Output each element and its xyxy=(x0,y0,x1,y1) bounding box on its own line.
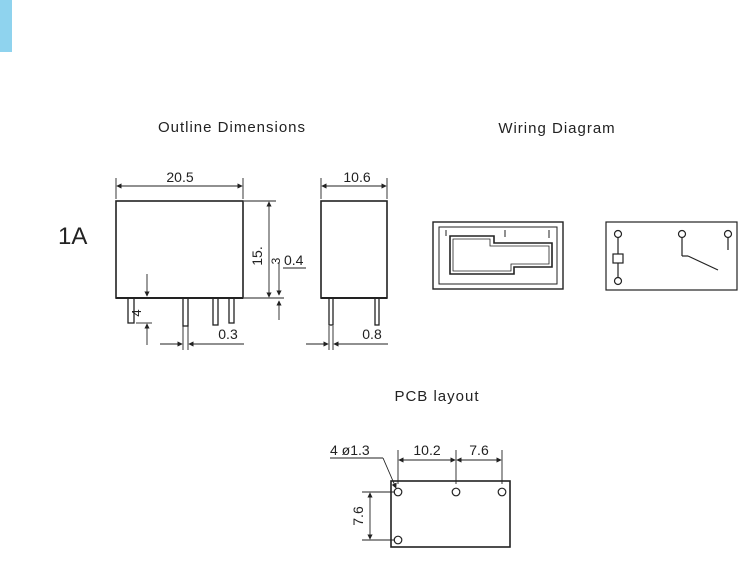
dimension-pcb-holes-label: 4 ø1.3 xyxy=(330,442,370,458)
dimension-pcb-span-b-label: 7.6 xyxy=(469,442,489,458)
dimension-pcb-span-a-label: 10.2 xyxy=(413,442,440,458)
dimension-pcb-vertical-line xyxy=(362,491,395,541)
dimension-width-label: 20.5 xyxy=(166,169,193,185)
dimension-pcb-holes-leader xyxy=(330,457,397,489)
pcb-holes xyxy=(393,487,507,545)
dimension-width-line xyxy=(115,178,244,199)
dimension-side-width-label: 10.6 xyxy=(343,169,370,185)
accent-bar xyxy=(0,0,12,52)
dimension-pin-length-line xyxy=(136,274,152,345)
relay-front-pins xyxy=(127,297,235,327)
dimension-pin-length-label: 4 xyxy=(129,309,144,316)
dimension-pcb-span-line xyxy=(397,450,503,484)
dimension-side-width-line xyxy=(320,178,388,199)
relay-side-pins xyxy=(328,297,380,326)
pcb-board xyxy=(390,480,511,548)
outline-dimensions-title: Outline Dimensions xyxy=(158,119,306,136)
dimension-thickness-label: 3 xyxy=(269,257,283,264)
relay-front-view xyxy=(115,200,244,299)
variant-label: 1A xyxy=(58,223,87,250)
relay-side-view xyxy=(320,200,388,299)
wiring-schematic xyxy=(605,221,738,291)
dimension-pcb-vertical-label: 7.6 xyxy=(350,506,366,526)
dimension-pin-width-label: 0.3 xyxy=(218,326,238,342)
dimension-height-label: 15. xyxy=(249,246,265,265)
dimension-height-line xyxy=(244,200,284,320)
wiring-bottom-view xyxy=(432,221,564,290)
dimension-pin-width-line xyxy=(160,326,244,350)
dimension-offset-label: 0.4 xyxy=(284,252,304,268)
dimension-side-pin-line xyxy=(306,326,388,350)
wiring-diagram-title: Wiring Diagram xyxy=(498,120,615,137)
pcb-layout-title: PCB layout xyxy=(394,388,479,405)
dimension-side-pin-label: 0.8 xyxy=(362,326,382,342)
